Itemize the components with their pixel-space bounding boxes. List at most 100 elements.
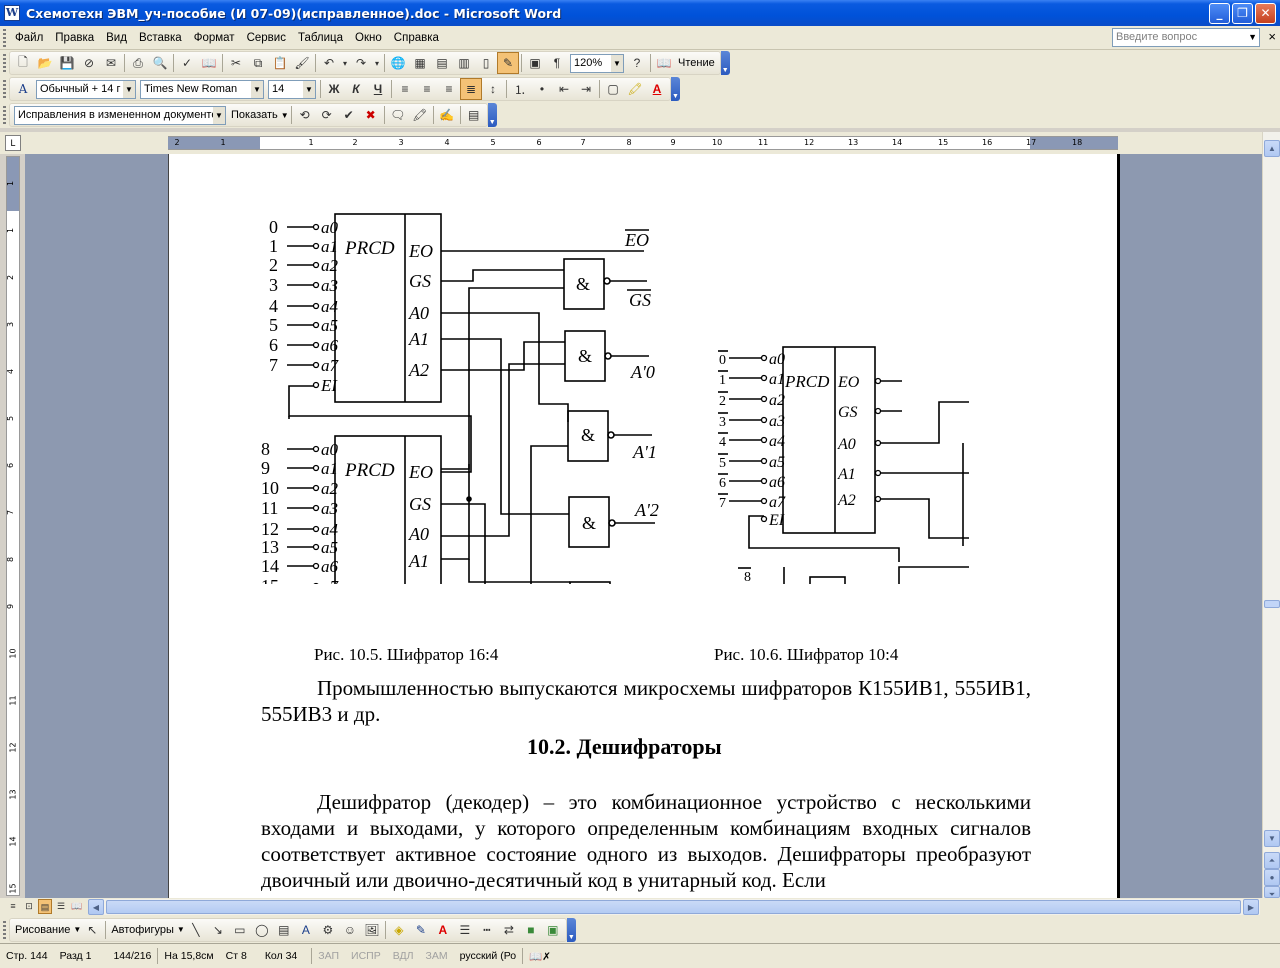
status-page-of[interactable]: 144/216 bbox=[113, 950, 152, 962]
reject-change-icon[interactable]: ✖ bbox=[365, 108, 376, 122]
toolbar-options-icon[interactable]: ▼ bbox=[487, 103, 497, 127]
reading-layout-button[interactable]: Чтение bbox=[678, 57, 715, 69]
outline-view-icon[interactable]: ☰ bbox=[56, 901, 66, 911]
scroll-down-icon[interactable]: ▼ bbox=[1264, 830, 1280, 847]
status-position[interactable]: На 15,8см bbox=[164, 950, 214, 962]
line-spacing-icon[interactable]: ↕ bbox=[490, 82, 496, 96]
display-for-review-select[interactable]: Исправления в измененном документе ▼ bbox=[14, 105, 226, 125]
next-page-icon[interactable]: ⏷ bbox=[1264, 886, 1280, 899]
borders-icon[interactable]: ▢ bbox=[607, 82, 619, 96]
close-button[interactable]: ✕ bbox=[1255, 3, 1276, 24]
fill-color-icon[interactable]: ◈ bbox=[394, 922, 404, 937]
italic-button[interactable]: К bbox=[352, 82, 360, 96]
spelling-status-icon[interactable]: 📖✗ bbox=[529, 950, 551, 963]
line-style-icon[interactable]: ☰ bbox=[459, 922, 471, 937]
web-layout-icon[interactable]: ⊡ bbox=[25, 901, 33, 911]
menu-help[interactable]: Справка bbox=[393, 31, 439, 44]
vertical-scroll-thumb[interactable] bbox=[1264, 600, 1280, 608]
format-painter-icon[interactable]: 🖌 bbox=[294, 56, 310, 70]
toolbar-grip[interactable] bbox=[3, 920, 6, 939]
redo-icon[interactable]: ↷ bbox=[355, 56, 367, 70]
status-overtype[interactable]: ЗАМ bbox=[425, 950, 448, 962]
chevron-down-icon[interactable]: ▼ bbox=[280, 110, 289, 120]
status-language[interactable]: русский (Ро bbox=[459, 950, 517, 962]
status-section[interactable]: Разд 1 bbox=[59, 950, 92, 962]
chevron-down-icon[interactable]: ▼ bbox=[213, 106, 225, 124]
align-center-icon[interactable]: ≡ bbox=[423, 82, 431, 96]
chevron-down-icon[interactable]: ▼ bbox=[303, 80, 315, 98]
font-color-icon[interactable]: A bbox=[438, 922, 448, 937]
insert-comment-icon[interactable]: 🗨 bbox=[390, 108, 406, 122]
shadow-style-icon[interactable]: ■ bbox=[527, 922, 535, 937]
track-changes-icon[interactable]: ✍ bbox=[439, 108, 455, 122]
arrow-style-icon[interactable]: ⇄ bbox=[503, 922, 514, 937]
toolbar-grip[interactable] bbox=[3, 106, 6, 124]
toolbar-grip[interactable] bbox=[3, 54, 6, 72]
status-line[interactable]: Ст 8 bbox=[225, 950, 247, 962]
help-question-input[interactable]: Введите вопрос ▼ bbox=[1112, 28, 1260, 47]
menubar-grip[interactable] bbox=[3, 28, 6, 47]
menu-file[interactable]: Файл bbox=[15, 31, 44, 44]
horizontal-scrollbar[interactable]: ◀ ▶ bbox=[88, 899, 1260, 915]
style-select[interactable]: Обычный + 14 г ▼ bbox=[36, 79, 136, 99]
3d-style-icon[interactable]: ▣ bbox=[547, 922, 559, 937]
highlight-icon[interactable]: 🖍 bbox=[627, 82, 643, 96]
permission-icon[interactable]: ⊘ bbox=[83, 56, 95, 70]
title-bar[interactable]: W Схемотехн ЭВМ_уч-пособие (И 07-09)(исп… bbox=[0, 0, 1280, 26]
menu-table[interactable]: Таблица bbox=[297, 31, 344, 44]
justify-icon[interactable]: ≣ bbox=[460, 78, 482, 100]
oval-tool-icon[interactable]: ◯ bbox=[255, 922, 269, 937]
chevron-down-icon[interactable]: ▼ bbox=[176, 925, 185, 934]
menu-edit[interactable]: Правка bbox=[55, 31, 95, 44]
status-column[interactable]: Кол 34 bbox=[264, 950, 298, 962]
select-objects-icon[interactable]: ↖ bbox=[87, 922, 98, 937]
reviewing-pane-icon[interactable]: ▤ bbox=[468, 108, 480, 122]
open-folder-icon[interactable]: 📂 bbox=[37, 56, 53, 70]
align-right-icon[interactable]: ≡ bbox=[445, 82, 453, 96]
line-color-icon[interactable]: ✎ bbox=[415, 922, 426, 937]
numbering-icon[interactable]: ⒈ bbox=[513, 82, 526, 97]
reading-view-icon[interactable]: 📖 bbox=[71, 901, 83, 911]
undo-icon[interactable]: ↶ bbox=[323, 56, 335, 70]
insert-excel-icon[interactable]: ▥ bbox=[458, 56, 470, 70]
tab-selector[interactable]: L bbox=[5, 135, 21, 151]
scroll-left-icon[interactable]: ◀ bbox=[88, 899, 104, 915]
tables-borders-icon[interactable]: ▦ bbox=[414, 56, 426, 70]
toolbar-options-icon[interactable]: ▼ bbox=[720, 51, 730, 75]
scroll-up-icon[interactable]: ▲ bbox=[1264, 140, 1280, 157]
cut-icon[interactable]: ✂ bbox=[230, 56, 242, 70]
increase-indent-icon[interactable]: ⇥ bbox=[580, 82, 592, 96]
scroll-right-icon[interactable]: ▶ bbox=[1243, 899, 1259, 915]
menu-insert[interactable]: Вставка bbox=[138, 31, 182, 44]
print-preview-icon[interactable]: 🔍 bbox=[152, 56, 168, 70]
arrow-tool-icon[interactable]: ↘ bbox=[212, 922, 223, 937]
status-record-macro[interactable]: ЗАП bbox=[318, 950, 340, 962]
clipart-icon[interactable]: ☺ bbox=[343, 922, 356, 937]
spelling-icon[interactable]: ✓ bbox=[181, 56, 193, 70]
new-document-icon[interactable]: 🗋 bbox=[18, 54, 28, 69]
copy-icon[interactable]: ⧉ bbox=[253, 55, 263, 70]
menu-format[interactable]: Формат bbox=[193, 31, 235, 44]
previous-change-icon[interactable]: ⟲ bbox=[299, 108, 310, 122]
show-markup-button[interactable]: Показать bbox=[231, 109, 278, 121]
chevron-down-icon[interactable]: ▼ bbox=[251, 80, 263, 98]
insert-table-icon[interactable]: ▤ bbox=[436, 56, 448, 70]
paste-icon[interactable]: 📋 bbox=[272, 56, 288, 70]
hyperlink-icon[interactable]: 🌐 bbox=[390, 56, 406, 70]
drawing-toggle-icon[interactable]: ✎ bbox=[497, 52, 519, 74]
wordart-icon[interactable]: A bbox=[301, 922, 310, 937]
menu-tools[interactable]: Сервис bbox=[246, 31, 286, 44]
font-color-icon[interactable]: A bbox=[652, 82, 662, 96]
line-tool-icon[interactable]: ╲ bbox=[192, 922, 200, 937]
print-icon[interactable]: ⎙ bbox=[133, 55, 143, 70]
save-icon[interactable]: 💾 bbox=[59, 56, 75, 70]
undo-dropdown-icon[interactable]: ▾ bbox=[342, 58, 347, 68]
select-browse-object-icon[interactable]: ● bbox=[1264, 869, 1280, 886]
font-size-select[interactable]: 14 ▼ bbox=[268, 79, 316, 99]
diagram-icon[interactable]: ⚙ bbox=[322, 922, 334, 937]
accept-change-icon[interactable]: ✔ bbox=[343, 108, 354, 122]
chevron-down-icon[interactable]: ▼ bbox=[73, 925, 82, 934]
